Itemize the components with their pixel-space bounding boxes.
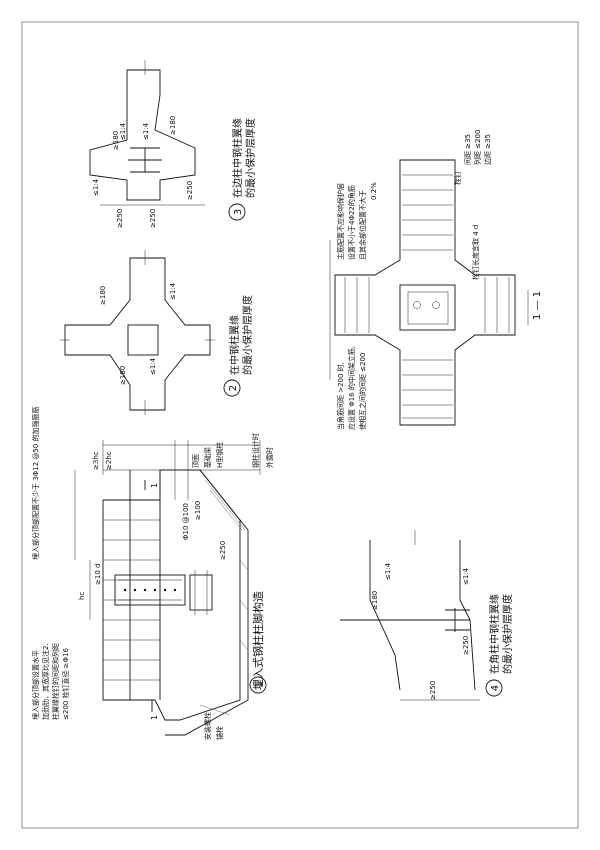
sheet-frame bbox=[21, 21, 579, 829]
detail1-label-right: 顶面 bbox=[192, 454, 200, 468]
detail4-drawing bbox=[340, 530, 480, 701]
detail4-title: 在角柱中钢柱翼缘 bbox=[488, 594, 501, 674]
detail2-texts: ≥180 ≤1:4 ≤1:4 ≥180 2 在中钢柱翼缘 的最小保护层厚度 bbox=[99, 282, 254, 397]
embedded-steel-column bbox=[114, 574, 186, 606]
detail3-texts: ≥180 ≤1:4 ≥180 ≤1:4 ≤1:4 ≥250 ≥250 ≥250 … bbox=[92, 116, 257, 228]
section11-note: 应设置 Φ16 的中间架立筋, bbox=[347, 346, 356, 430]
detail3-dim: ≥250 bbox=[186, 181, 194, 200]
detail1-note-line: 埋入部分顶部设置水平 bbox=[31, 650, 40, 720]
foundation-offset bbox=[165, 469, 249, 736]
section11-steel-box bbox=[399, 284, 456, 331]
detail3-title: 的最小保护层厚度 bbox=[244, 118, 257, 198]
foundation-outline bbox=[102, 469, 241, 721]
section11-right-label: 栓钉 bbox=[453, 171, 462, 185]
section11-outline bbox=[334, 159, 516, 426]
detail2-title: 在中钢柱翼缘 bbox=[228, 315, 241, 375]
detail4-dim: ≤1:4 bbox=[384, 562, 392, 580]
section11-note: 使相互之间的间距 ≤200 bbox=[358, 353, 367, 430]
detail2-dim: ≥180 bbox=[99, 286, 107, 305]
detail1-stirrup: Φ10 @100 bbox=[182, 503, 190, 540]
section11-right-label: 列距 ≤200 bbox=[473, 130, 482, 165]
section11-note: 当角筋间距 >200 时, bbox=[336, 362, 345, 430]
detail2-number-circle bbox=[223, 379, 241, 397]
detail4-dim: ≥180 bbox=[371, 591, 379, 610]
detail1-note-line: 加劲肋，其宽厚比见注2. bbox=[41, 643, 50, 720]
section11-note: 设置不小于4Φ22的角筋 bbox=[347, 185, 356, 260]
detail2-outline bbox=[64, 257, 211, 411]
detail4-outline bbox=[459, 540, 476, 691]
detail3-dim: ≥250 bbox=[149, 209, 157, 228]
section11-drawing bbox=[329, 159, 529, 426]
detail3-dim: ≥180 bbox=[169, 116, 177, 135]
detail3-number-circle bbox=[228, 203, 246, 221]
detail4-number-circle bbox=[485, 679, 503, 697]
detail4-outline bbox=[369, 540, 401, 691]
detail2-drawing bbox=[60, 250, 215, 415]
detail1-label-right: 外露时 bbox=[265, 447, 274, 468]
detail2-dim: ≥180 bbox=[119, 366, 127, 385]
section11-right-label: 间距 ≥35 bbox=[464, 134, 472, 165]
detail2-title: 的最小保护层厚度 bbox=[241, 295, 254, 375]
section11-note: 主筋配置不应影响保护层 bbox=[336, 183, 345, 260]
section11-note: 0.2% bbox=[370, 182, 378, 200]
detail1-dim-3hc: ≥3hc bbox=[92, 451, 100, 470]
detail3-dim: ≤1:4 bbox=[92, 178, 100, 196]
detail1-dim-100: ≥100 bbox=[194, 501, 202, 520]
detail3-dim: ≥180 bbox=[112, 131, 120, 150]
detail1-label-right: 钢柱设计时 bbox=[251, 433, 260, 468]
detail4-dim: ≥250 bbox=[462, 636, 470, 655]
detail1-dim-10d: ≥10 d bbox=[94, 564, 102, 585]
detail1-number: 1 bbox=[254, 682, 265, 688]
detail1-note-line: 柱翼缘栓钉的间距和列距 bbox=[51, 643, 60, 720]
section11-right-label: 边距 ≥35 bbox=[483, 134, 492, 165]
detail1-dim-hc: hc bbox=[78, 592, 86, 600]
detail2-steel bbox=[127, 324, 159, 356]
section11-texts: 主筋配置不应影响保护层 设置不小于4Φ22的角筋 且其余部位配置不大于 0.2%… bbox=[336, 130, 543, 430]
detail1-bottom-label: 安装螺栓 bbox=[203, 712, 212, 740]
detail3-title: 在边柱中钢柱翼缘 bbox=[231, 118, 244, 198]
detail4-title: 的最小保护层厚度 bbox=[501, 594, 514, 674]
detail1-label-right: 基础梁 bbox=[203, 447, 212, 468]
detail2-dim: ≤1:4 bbox=[169, 282, 177, 300]
detail1-rebar-note: 埋入部分顶部配置不少于 3Φ12 @50 的加强箍筋 bbox=[31, 407, 40, 560]
detail1-bottom-label: 锚栓 bbox=[215, 726, 224, 740]
section11-label: 1 — 1 bbox=[532, 291, 543, 320]
detail3-drawing bbox=[89, 60, 205, 206]
section11-note: 且其余部位配置不大于 bbox=[358, 190, 367, 260]
detail1-note-line: ≤200 栓钉直径 ≥Φ16 bbox=[61, 647, 70, 720]
detail3-outline bbox=[89, 69, 196, 201]
detail4-texts: ≥180 ≤1:4 ≤1:4 ≥250 ≥250 4 在角柱中钢柱翼缘 的最小保… bbox=[371, 562, 514, 700]
detail3-number: 3 bbox=[233, 209, 244, 215]
anchor-plate bbox=[189, 574, 213, 611]
detail3-dim: ≤1:4 bbox=[119, 122, 127, 140]
detail2-number: 2 bbox=[228, 385, 239, 391]
detail3-dim: ≤1:4 bbox=[142, 122, 150, 140]
detail1-dim-250: ≥250 bbox=[219, 541, 227, 560]
detail1-drawing bbox=[74, 440, 261, 736]
detail1-label-right: H型钢柱 bbox=[215, 442, 224, 468]
detail4-dim: ≤1:4 bbox=[462, 567, 470, 585]
detail4-number: 4 bbox=[490, 685, 501, 691]
detail4-dim: ≥250 bbox=[429, 681, 437, 700]
detail2-dim: ≤1:4 bbox=[149, 357, 157, 375]
detail1-title: 埋入式钢柱柱脚构造 bbox=[251, 591, 265, 690]
section11-right-label: 栓钉长度宜取 4 d bbox=[471, 225, 480, 280]
detail1-dim-2hc: ≥2hc bbox=[105, 451, 113, 470]
detail1-section-mark: 1 bbox=[150, 715, 159, 720]
detail1-number-circle bbox=[249, 676, 267, 694]
detail1-section-mark: 1 bbox=[150, 483, 159, 488]
detail1-texts: 埋入部分顶部设置水平 加劲肋，其宽厚比见注2. 柱翼缘栓钉的间距和列距 ≤200… bbox=[31, 407, 274, 740]
detail3-dim: ≥250 bbox=[116, 209, 124, 228]
